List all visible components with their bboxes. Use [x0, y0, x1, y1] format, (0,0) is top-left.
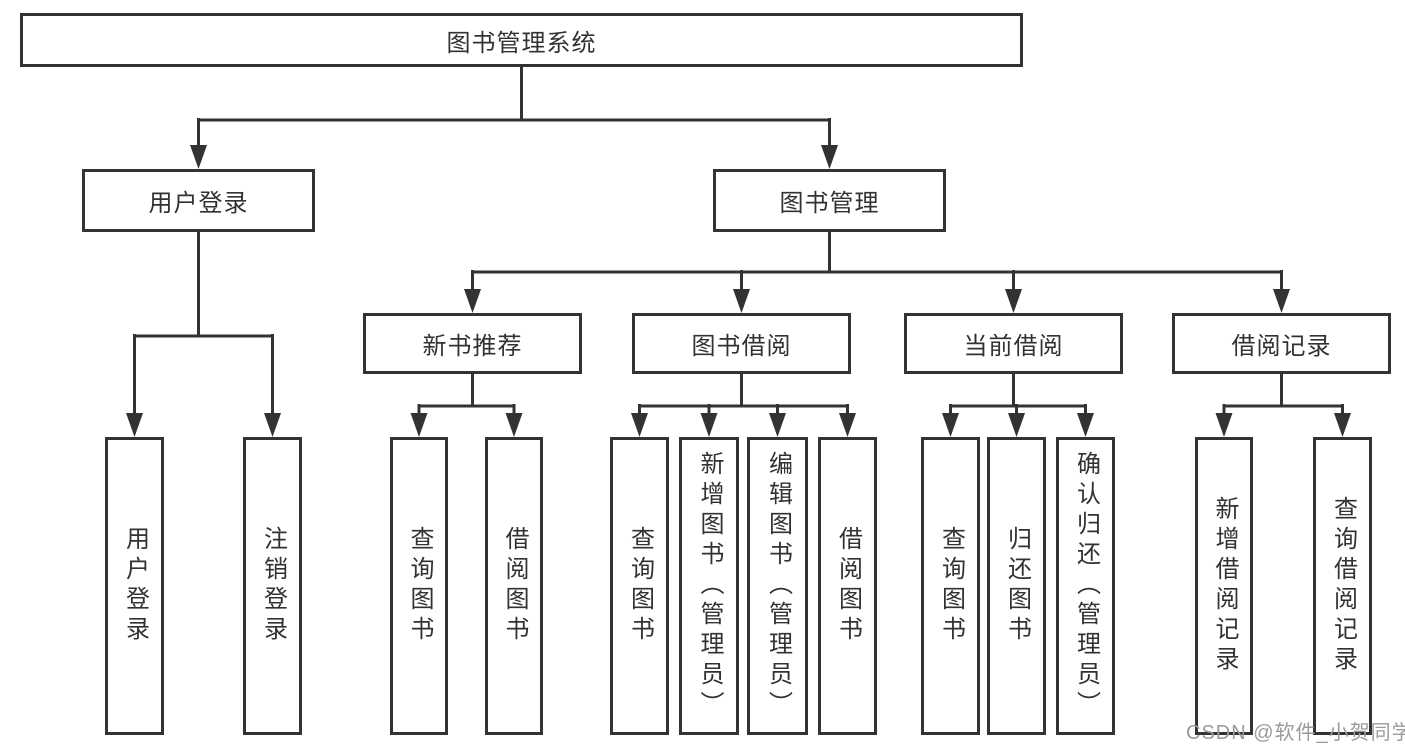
- leaf-borrowing-borrow-books: 借阅图书: [818, 437, 877, 735]
- leaf-borrowing-edit-books-admin: 编辑图书（管理员）: [747, 437, 808, 735]
- leaf-records-add-record: 新增借阅记录: [1195, 437, 1253, 735]
- leaf-current-query-books: 查询图书: [921, 437, 980, 735]
- leaf-recommend-borrow-books: 借阅图书: [485, 437, 543, 735]
- leaf-borrowing-add-books-admin: 新增图书（管理员）: [679, 437, 739, 735]
- csdn-watermark: CSDN @软件_小贺同学: [1186, 722, 1405, 744]
- arrowheads: [126, 145, 1351, 437]
- leaf-records-query-record: 查询借阅记录: [1313, 437, 1372, 735]
- leaf-current-return-books: 归还图书: [987, 437, 1046, 735]
- node-library-management-system: 图书管理系统: [20, 13, 1023, 67]
- node-new-book-recommend: 新书推荐: [363, 313, 582, 374]
- connector-edges: [133, 66, 1344, 418]
- node-current-borrowing: 当前借阅: [904, 313, 1123, 374]
- leaf-recommend-query-books: 查询图书: [390, 437, 448, 735]
- leaf-current-confirm-return-admin: 确认归还（管理员）: [1056, 437, 1115, 735]
- node-book-borrowing: 图书借阅: [632, 313, 851, 374]
- node-book-management: 图书管理: [713, 169, 946, 232]
- leaf-borrowing-query-books: 查询图书: [610, 437, 669, 735]
- leaf-logout: 注销登录: [243, 437, 302, 735]
- node-borrowing-records: 借阅记录: [1172, 313, 1391, 374]
- node-user-login: 用户登录: [82, 169, 315, 232]
- leaf-user-login: 用户登录: [105, 437, 164, 735]
